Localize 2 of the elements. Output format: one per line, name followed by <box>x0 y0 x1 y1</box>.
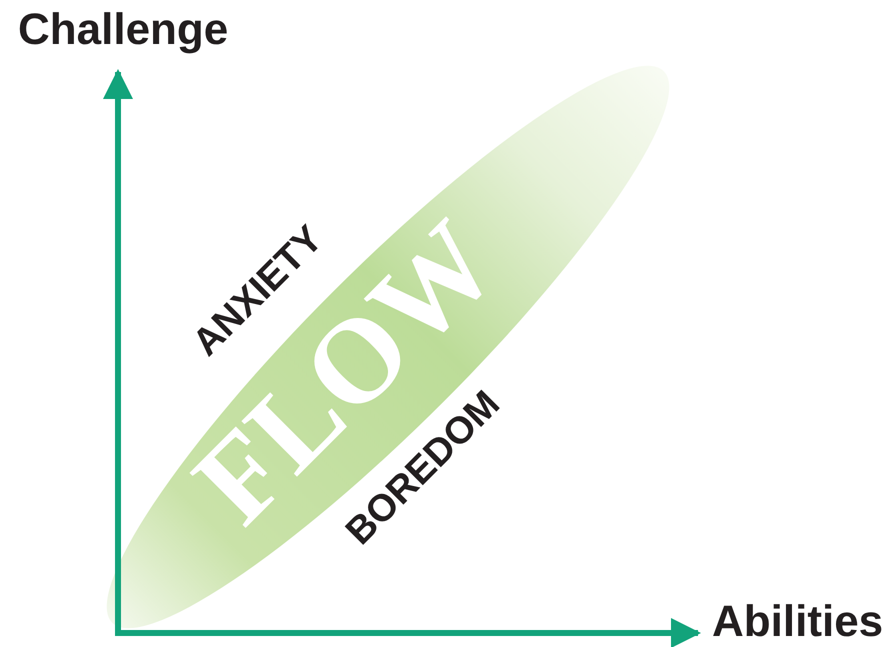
axis-title: Challenge <box>18 8 228 52</box>
axis-title: Abilities <box>712 600 884 644</box>
